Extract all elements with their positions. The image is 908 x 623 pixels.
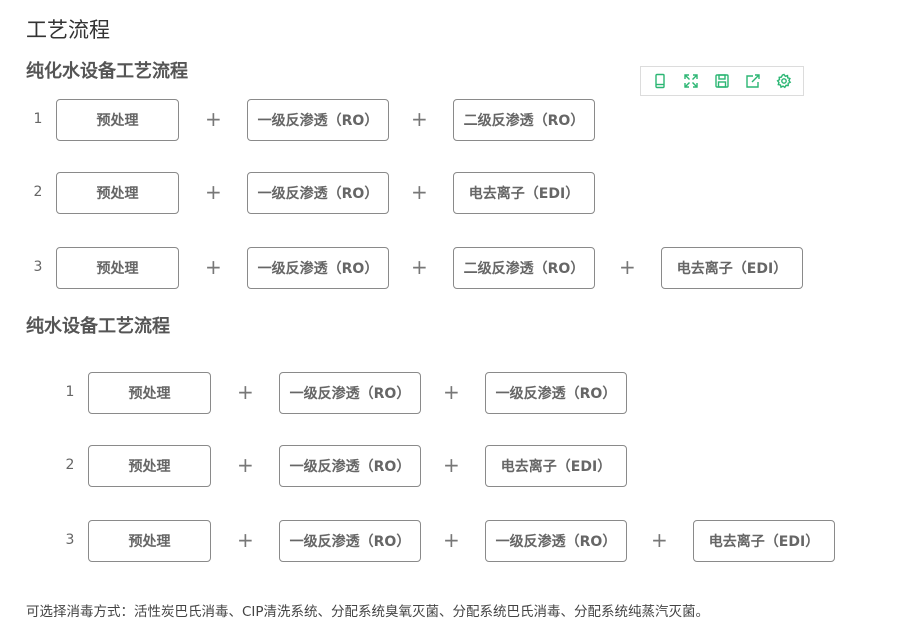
step-box-ro-stage1[interactable]: 一级反渗透（RO）: [247, 99, 389, 141]
row-number: 2: [65, 457, 75, 473]
row-number: 1: [65, 384, 75, 400]
share-icon[interactable]: [742, 70, 764, 92]
flow-row: 2 预处理 + 一级反渗透（RO） + 电去离子（EDI）: [0, 172, 850, 214]
plus-sign: +: [237, 380, 254, 404]
flow-row: 2 预处理 + 一级反渗透（RO） + 电去离子（EDI）: [0, 445, 850, 487]
plus-sign: +: [237, 528, 254, 552]
plus-sign: +: [443, 453, 460, 477]
plus-sign: +: [443, 380, 460, 404]
row-number: 3: [33, 259, 43, 275]
flow-row: 3 预处理 + 一级反渗透（RO） + 二级反渗透（RO） + 电去离子（EDI…: [0, 247, 850, 289]
step-box-pretreatment[interactable]: 预处理: [56, 247, 179, 289]
step-box-ro-stage2[interactable]: 二级反渗透（RO）: [453, 247, 595, 289]
step-box-pretreatment[interactable]: 预处理: [88, 372, 211, 414]
step-box-edi[interactable]: 电去离子（EDI）: [661, 247, 803, 289]
step-box-ro-stage1[interactable]: 一级反渗透（RO）: [485, 372, 627, 414]
step-box-ro-stage1[interactable]: 一级反渗透（RO）: [279, 372, 421, 414]
step-box-pretreatment[interactable]: 预处理: [56, 99, 179, 141]
mobile-icon[interactable]: [649, 70, 671, 92]
step-box-edi[interactable]: 电去离子（EDI）: [485, 445, 627, 487]
save-icon[interactable]: [711, 70, 733, 92]
plus-sign: +: [619, 255, 636, 279]
fullscreen-icon[interactable]: [680, 70, 702, 92]
plus-sign: +: [205, 107, 222, 131]
flow-row: 1 预处理 + 一级反渗透（RO） + 二级反渗透（RO）: [0, 99, 850, 141]
plus-sign: +: [651, 528, 668, 552]
step-box-ro-stage1[interactable]: 一级反渗透（RO）: [279, 445, 421, 487]
step-box-pretreatment[interactable]: 预处理: [88, 520, 211, 562]
step-box-pretreatment[interactable]: 预处理: [88, 445, 211, 487]
row-number: 1: [33, 111, 43, 127]
plus-sign: +: [411, 180, 428, 204]
plus-sign: +: [411, 107, 428, 131]
step-box-ro-stage1[interactable]: 一级反渗透（RO）: [247, 247, 389, 289]
step-box-edi[interactable]: 电去离子（EDI）: [453, 172, 595, 214]
section-title-purified-water: 纯化水设备工艺流程: [26, 61, 188, 82]
page-title: 工艺流程: [26, 18, 110, 42]
section-title-pure-water: 纯水设备工艺流程: [26, 316, 170, 337]
plus-sign: +: [237, 453, 254, 477]
row-number: 2: [33, 184, 43, 200]
plus-sign: +: [411, 255, 428, 279]
flow-row: 1 预处理 + 一级反渗透（RO） + 一级反渗透（RO）: [0, 372, 850, 414]
flow-row: 3 预处理 + 一级反渗透（RO） + 一级反渗透（RO） + 电去离子（EDI…: [0, 520, 850, 562]
chart-toolbar: [640, 66, 804, 96]
step-box-ro-stage2[interactable]: 二级反渗透（RO）: [453, 99, 595, 141]
step-box-ro-stage1[interactable]: 一级反渗透（RO）: [485, 520, 627, 562]
step-box-ro-stage1[interactable]: 一级反渗透（RO）: [247, 172, 389, 214]
step-box-pretreatment[interactable]: 预处理: [56, 172, 179, 214]
plus-sign: +: [205, 180, 222, 204]
plus-sign: +: [443, 528, 460, 552]
step-box-ro-stage1[interactable]: 一级反渗透（RO）: [279, 520, 421, 562]
settings-icon[interactable]: [773, 70, 795, 92]
plus-sign: +: [205, 255, 222, 279]
disinfection-note: 可选择消毒方式：活性炭巴氏消毒、CIP清洗系统、分配系统臭氧灭菌、分配系统巴氏消…: [26, 604, 710, 620]
row-number: 3: [65, 532, 75, 548]
step-box-edi[interactable]: 电去离子（EDI）: [693, 520, 835, 562]
